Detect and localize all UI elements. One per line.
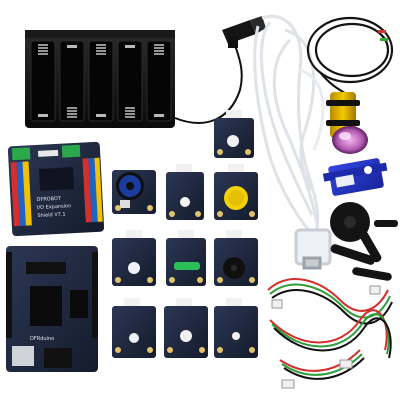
battery-holder: [25, 30, 243, 128]
io-expansion-shield: DFROBOT I/O Expansion Shield V7.1: [7, 141, 105, 237]
usb-cable: [253, 14, 332, 270]
cable-connectors: [271, 285, 381, 389]
board-brand: DFRduino: [30, 336, 54, 342]
module-bottom-left: [112, 298, 156, 358]
micro-servo: [322, 158, 388, 196]
module-led: [214, 110, 254, 158]
jumper-cable-bundle: [267, 278, 393, 380]
module-bottom-middle: [164, 298, 208, 358]
cable-coil: [306, 16, 394, 96]
module-led-white: [112, 230, 156, 286]
module-light-sensor: [166, 164, 204, 220]
wire-tips: [378, 30, 388, 41]
module-potentiometer: [112, 170, 156, 214]
infrared-proximity-sensor: [326, 92, 368, 154]
shield-subtitle: Shield V7.1: [37, 212, 66, 219]
shield-title: I/O Expansion: [37, 203, 72, 211]
module-push-button: [214, 164, 258, 220]
servo-horns: [330, 202, 398, 281]
module-bottom-right: [214, 298, 258, 358]
dc-power-plug: [222, 16, 266, 48]
module-buzzer: [214, 230, 258, 286]
module-tilt-sensor: [166, 230, 206, 286]
dfrduino-board: DFRduino: [6, 246, 98, 372]
shield-brand: DFROBOT: [36, 196, 62, 203]
